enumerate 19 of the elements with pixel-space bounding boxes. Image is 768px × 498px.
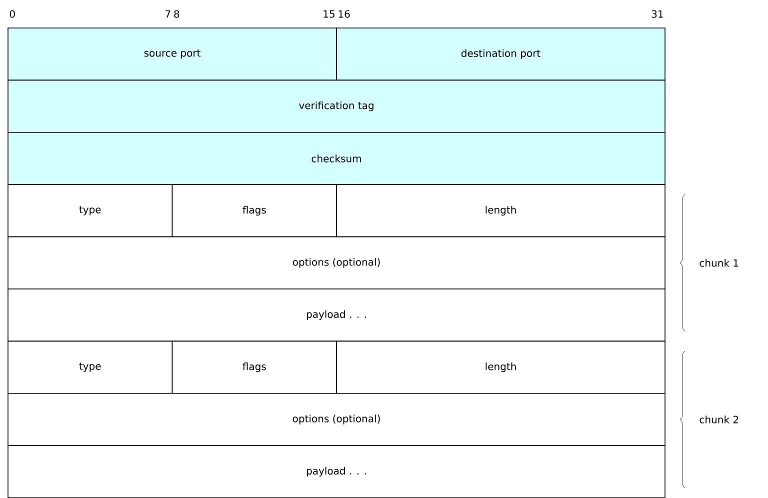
field-cell: payload . . . <box>8 445 666 498</box>
field-cell: type <box>8 340 173 394</box>
bit-number: 7 <box>166 10 170 18</box>
bit-number: 31 <box>652 10 663 18</box>
field-cell: checksum <box>8 132 666 185</box>
field-cell: type <box>8 184 173 238</box>
field-cell: destination port <box>336 28 666 81</box>
bit-number: 0 <box>10 10 15 18</box>
chunk-label: chunk 1 <box>700 259 738 267</box>
field-cell: source port <box>8 28 337 81</box>
field-cell: flags <box>172 184 337 238</box>
field-cell: flags <box>172 340 337 394</box>
field-cell: verification tag <box>8 80 666 133</box>
bit-number: 8 <box>174 10 180 18</box>
field-cell: length <box>336 184 666 238</box>
field-cell: length <box>336 340 666 394</box>
chunk-label: chunk 2 <box>700 416 738 424</box>
bit-number: 16 <box>338 10 350 18</box>
bit-number: 15 <box>324 10 334 18</box>
